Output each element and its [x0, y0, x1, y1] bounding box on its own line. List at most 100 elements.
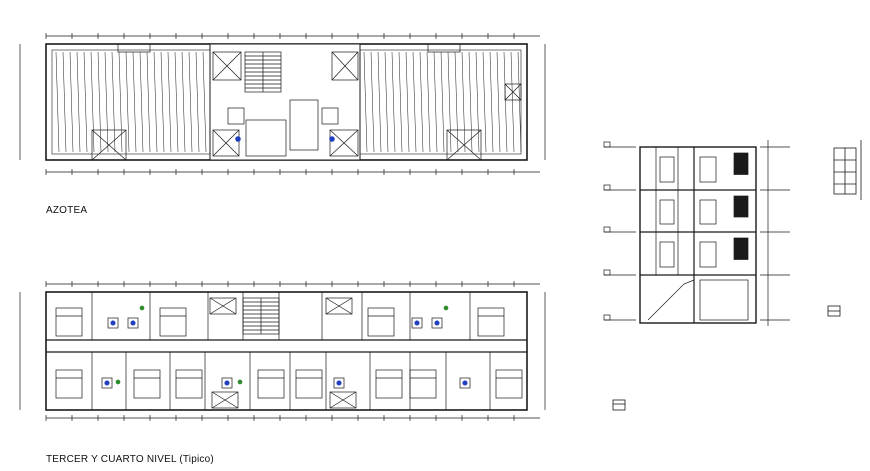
- roof-slope-line: [363, 51, 368, 153]
- bed-symbol: [367, 307, 395, 337]
- bed-symbol: [175, 369, 203, 399]
- roof-slope-line: [55, 51, 60, 153]
- level-tag: [603, 184, 611, 191]
- closet-box: [329, 391, 357, 409]
- bathroom-fixture: [107, 317, 119, 329]
- fixture-dot: [414, 320, 420, 326]
- section-door: [699, 241, 717, 268]
- bathroom-fixture: [431, 317, 443, 329]
- roof-slope-line: [454, 51, 459, 153]
- bathroom-fixture: [101, 377, 113, 389]
- roof-slope-line: [433, 51, 438, 153]
- roof-slope-line: [426, 51, 431, 153]
- skylight-box: [331, 51, 359, 81]
- fixture-dot: [139, 305, 145, 311]
- section-door: [699, 156, 717, 183]
- roof-slope-line: [489, 51, 494, 153]
- bathroom-fixture: [459, 377, 471, 389]
- roof-slope-line: [405, 51, 410, 153]
- section-door: [699, 199, 717, 225]
- closet-cross: [209, 297, 237, 315]
- closet-box: [325, 297, 353, 315]
- roof-slope-line: [132, 51, 137, 153]
- roof-slope-line: [167, 51, 172, 153]
- section-door: [659, 241, 675, 268]
- roof-slope-line: [139, 51, 144, 153]
- roof-plan: [19, 33, 546, 175]
- section-door: [659, 156, 675, 183]
- roof-slope-line: [174, 51, 179, 153]
- roof-slope-line: [90, 51, 95, 153]
- closet-box: [209, 297, 237, 315]
- roof-slope-line: [118, 51, 123, 153]
- building-section: [603, 140, 790, 326]
- roof-slope-line: [398, 51, 403, 153]
- roof-slope-line: [384, 51, 389, 153]
- level-tag: [603, 269, 611, 276]
- closet-cross: [211, 391, 239, 409]
- bathroom-fixture: [127, 317, 139, 329]
- roof-slope-line: [160, 51, 165, 153]
- roof-slope-line: [370, 51, 375, 153]
- roof-slope-line: [482, 51, 487, 153]
- closet-box: [211, 391, 239, 409]
- level-tag: [603, 141, 611, 148]
- bed-symbol: [159, 307, 187, 337]
- roof-slope-line: [475, 51, 480, 153]
- roof-slope-line: [377, 51, 382, 153]
- roof-slope-line: [104, 51, 109, 153]
- roof-slope-line: [496, 51, 501, 153]
- fixture-dot: [104, 380, 110, 386]
- typical-floor-plan-title: TERCER Y CUARTO NIVEL (Tipico): [46, 454, 214, 465]
- bed-symbol: [133, 369, 161, 399]
- bed-symbol: [55, 369, 83, 399]
- section-wardrobe: [733, 237, 749, 260]
- fixture-dot: [336, 380, 342, 386]
- closet-cross: [329, 391, 357, 409]
- bed-symbol: [295, 369, 323, 399]
- fixture-dot: [224, 380, 230, 386]
- roof-slope-line: [181, 51, 186, 153]
- roof-slope-line: [83, 51, 88, 153]
- roof-slope-line: [146, 51, 151, 153]
- roof-slope-line: [202, 51, 207, 153]
- roof-slope-line: [62, 51, 67, 153]
- roof-slope-line: [97, 51, 102, 153]
- closet-cross: [325, 297, 353, 315]
- roof-plan-title: AZOTEA: [46, 205, 88, 216]
- roof-slope-line: [510, 51, 515, 153]
- fixture-dot: [130, 320, 136, 326]
- typical-floor-plan: [19, 281, 546, 421]
- roof-slope-line: [468, 51, 473, 153]
- bed-symbol: [55, 307, 83, 337]
- roof-slope-line: [76, 51, 81, 153]
- roof-slope-line: [447, 51, 452, 153]
- fixture-dot: [110, 320, 116, 326]
- bed-symbol: [477, 307, 505, 337]
- fixture-dot: [115, 379, 121, 385]
- bed-symbol: [257, 369, 285, 399]
- bed-symbol: [495, 369, 523, 399]
- roof-slope-line: [188, 51, 193, 153]
- level-tag: [603, 226, 611, 233]
- roof-slope-line: [195, 51, 200, 153]
- detail-symbols: [612, 140, 862, 411]
- fixture-dot: [443, 305, 449, 311]
- roof-slope-line: [440, 51, 445, 153]
- roof-slope-line: [412, 51, 417, 153]
- bathroom-fixture: [411, 317, 423, 329]
- roof-slope-line: [503, 51, 508, 153]
- roof-slope-line: [125, 51, 130, 153]
- roof-slope-line: [419, 51, 424, 153]
- bed-symbol: [409, 369, 437, 399]
- roof-slope-line: [153, 51, 158, 153]
- roof-slope-line: [461, 51, 466, 153]
- section-wardrobe: [733, 195, 749, 218]
- fixture-dot: [462, 380, 468, 386]
- level-tag: [603, 314, 611, 321]
- roof-slope-line: [517, 51, 522, 153]
- roof-slope-line: [69, 51, 74, 153]
- fixture-dot: [237, 379, 243, 385]
- bathroom-fixture: [221, 377, 233, 389]
